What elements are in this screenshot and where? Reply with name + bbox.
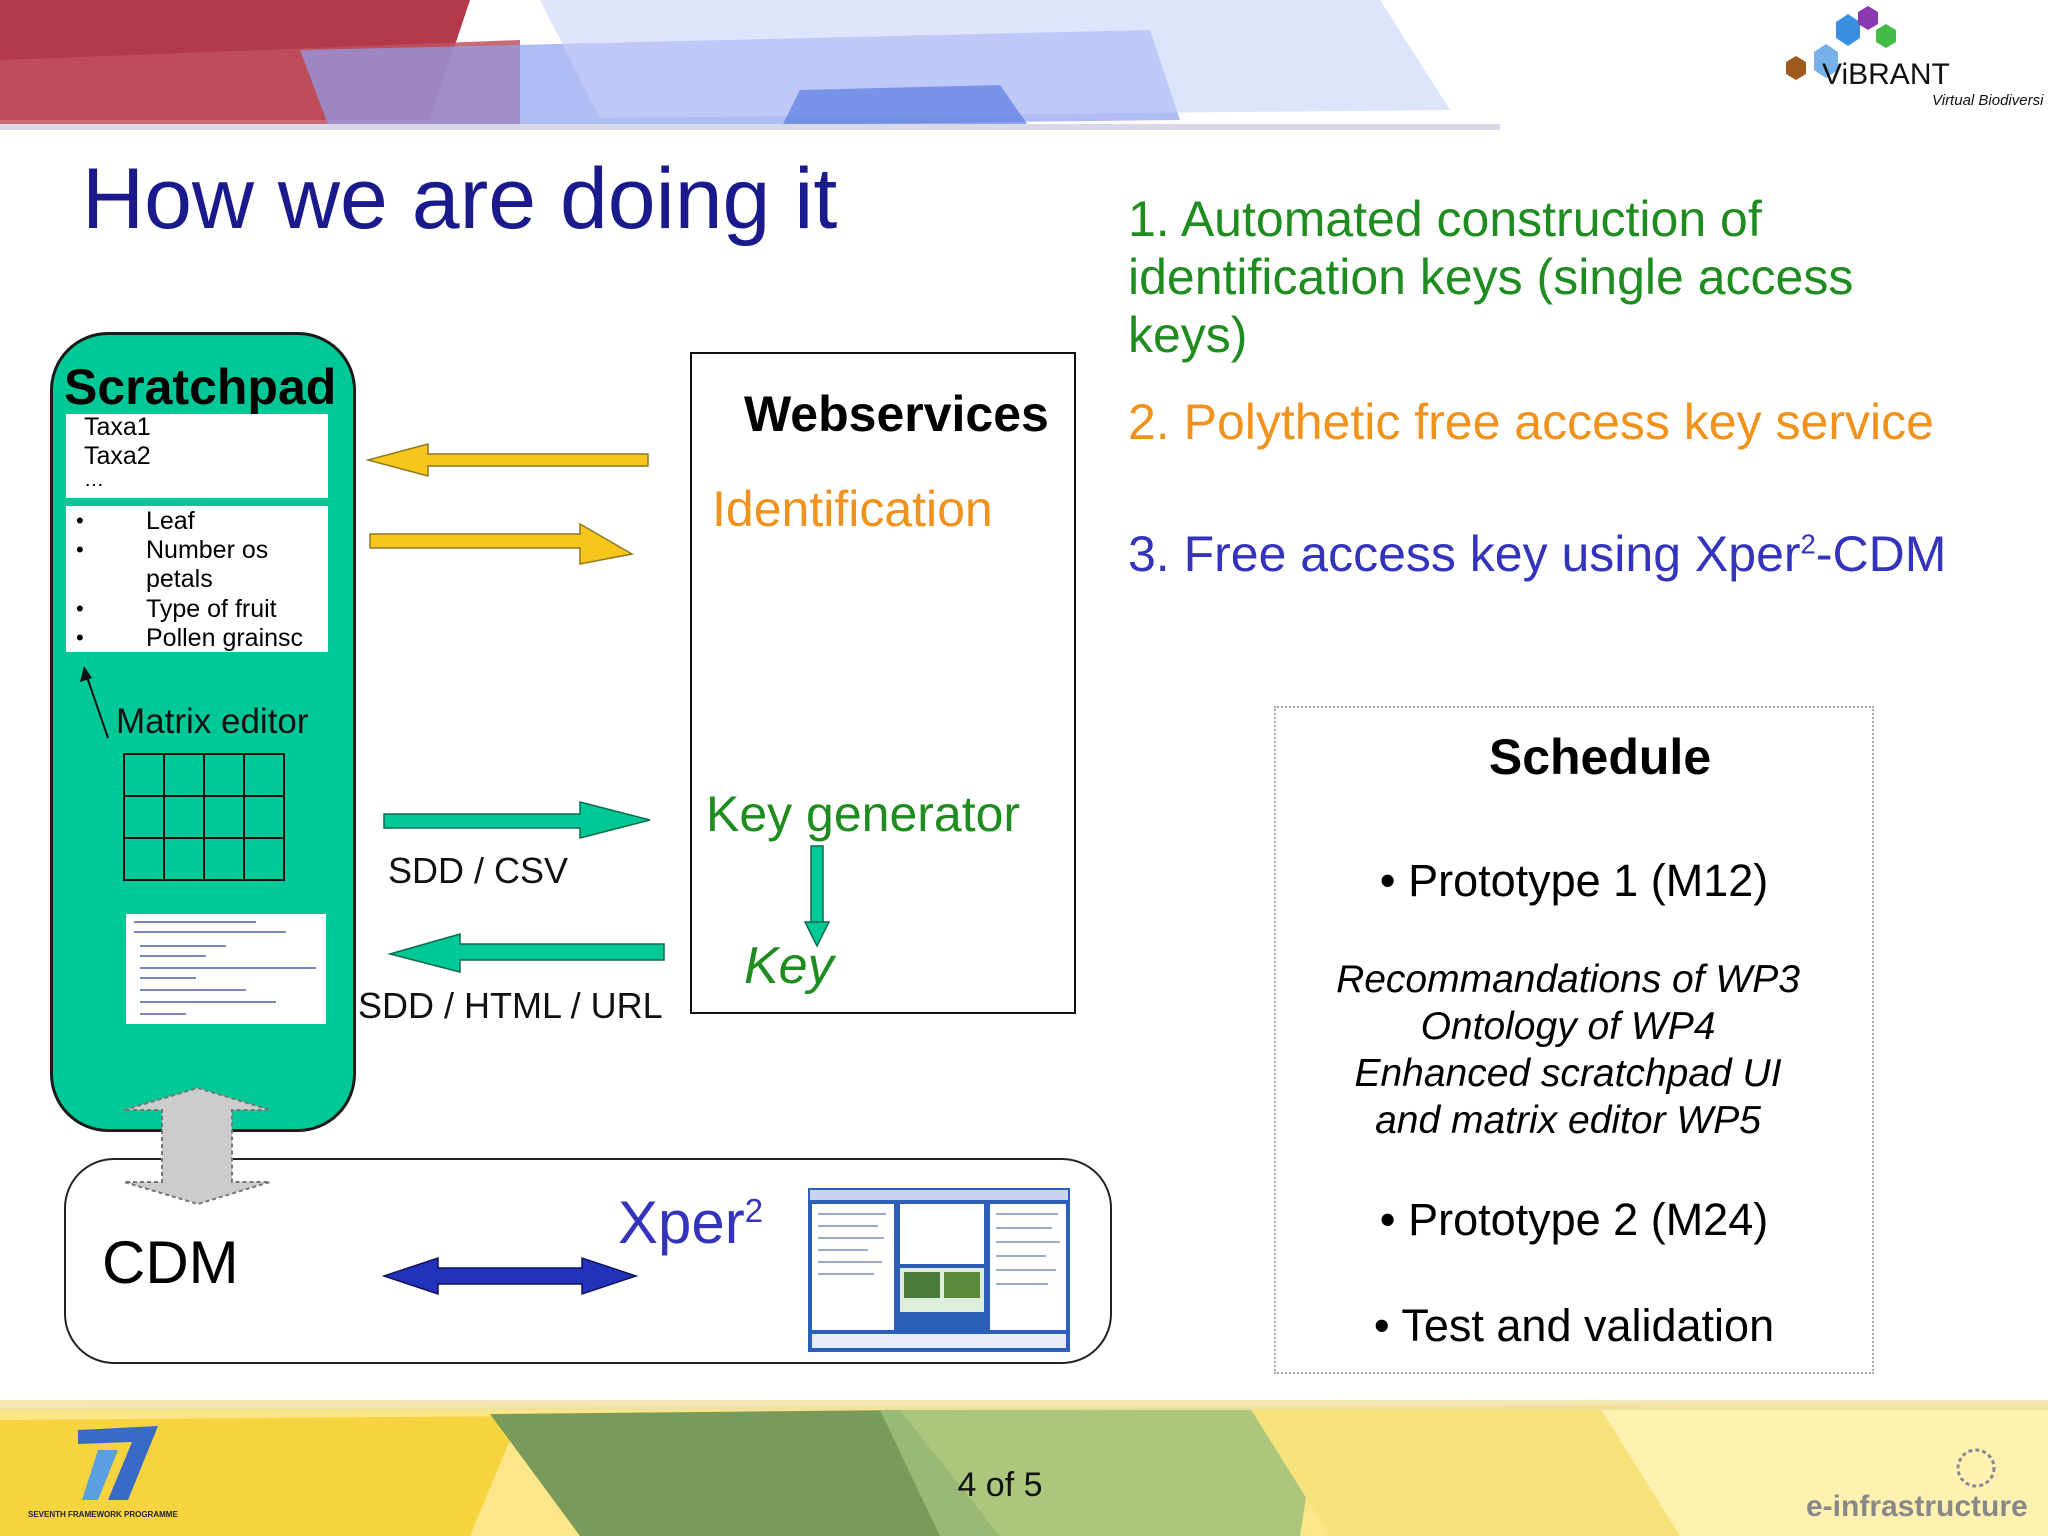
scratchpad-cdm-double-arrow — [124, 1086, 271, 1206]
character-bullet: • — [76, 508, 84, 533]
schedule-detail: Ontology of WP4 — [1420, 1005, 1716, 1048]
point-3-suffix: -CDM — [1815, 526, 1947, 582]
character-bullet: • — [76, 625, 84, 650]
character-item: Leaf — [146, 507, 195, 535]
xper-text: Xper — [618, 1189, 745, 1256]
schedule-bullet: • — [1379, 1194, 1396, 1245]
sdd-html-url-label: SDD / HTML / URL — [358, 985, 663, 1026]
character-item: Type of fruit — [146, 595, 277, 623]
webservices-panel — [690, 352, 1076, 1014]
taxa-ellipsis: … — [84, 469, 104, 491]
webservices-title: Webservices — [744, 386, 1049, 442]
key-arrow-down-icon — [804, 845, 830, 948]
schedule-detail: Recommandations of WP3 — [1336, 958, 1800, 1001]
point-2: 2. Polythetic free access key service — [1128, 394, 1934, 450]
taxa-list — [66, 414, 328, 498]
top-banner-decoration — [0, 0, 1500, 130]
matrix-pointer-arrow — [80, 666, 109, 739]
matrix-grid-icon — [123, 753, 285, 881]
schedule-bullet: • — [1379, 855, 1396, 906]
schedule-detail: and matrix editor WP5 — [1375, 1099, 1761, 1142]
character-item: Number os petals — [146, 536, 269, 593]
schedule-prototype-1: • Prototype 1 (M12) — [1274, 855, 1874, 907]
flow-arrows-sdd — [383, 801, 665, 973]
schedule-item-text: Prototype 2 (M24) — [1408, 1194, 1769, 1245]
schedule-item-text: Test and validation — [1401, 1300, 1775, 1351]
page-number: 4 of 5 — [957, 1466, 1043, 1504]
taxa-item: Taxa1 — [84, 413, 151, 441]
schedule-detail: Enhanced scratchpad UI — [1354, 1052, 1782, 1095]
vibrant-logo-text: ViBRANT — [1822, 58, 1950, 91]
key-label: Key — [744, 937, 834, 995]
xper-label: Xper2 — [618, 1188, 763, 1257]
cdm-label: CDM — [102, 1229, 239, 1296]
character-item: Pollen grainsc — [146, 624, 304, 652]
point-3-text: 3. Free access key using Xper — [1128, 526, 1801, 582]
point-3: 3. Free access key using Xper2-CDM — [1128, 525, 1948, 583]
slide-title: How we are doing it — [82, 151, 838, 247]
document-thumbnail-icon — [126, 914, 326, 1024]
characters-list — [66, 506, 328, 652]
fp7-logo-text: SEVENTH FRAMEWORK PROGRAMME — [28, 1510, 178, 1519]
flow-arrows-top — [365, 443, 649, 565]
xper-superscript: 2 — [744, 1192, 764, 1229]
scratchpad-title: Scratchpad — [64, 359, 337, 415]
key-generator-label: Key generator — [706, 786, 1021, 842]
xper-screenshot-thumbnail — [808, 1188, 1070, 1352]
cdm-xper-double-arrow — [381, 1256, 639, 1296]
schedule-test-validation: • Test and validation — [1274, 1300, 1874, 1352]
einfrastructure-globe-icon — [1956, 1448, 1996, 1488]
identification-label: Identification — [712, 481, 993, 537]
schedule-prototype-2: • Prototype 2 (M24) — [1274, 1194, 1874, 1246]
schedule-item-text: Prototype 1 (M12) — [1408, 855, 1769, 906]
einfrastructure-logo-text: e-infrastructure — [1806, 1490, 2028, 1523]
schedule-panel — [1274, 706, 1874, 1374]
point-3-superscript: 2 — [1800, 528, 1816, 560]
taxa-item: Taxa2 — [84, 442, 151, 470]
fp7-logo-icon — [78, 1426, 158, 1500]
character-bullet: • — [76, 537, 84, 562]
bottom-banner-decoration — [0, 1400, 2048, 1536]
sdd-csv-label: SDD / CSV — [388, 850, 569, 891]
schedule-title: Schedule — [1488, 729, 1712, 785]
vibrant-logo-subtitle: Virtual Biodiversi — [1932, 92, 2044, 109]
character-bullet: • — [76, 596, 84, 621]
matrix-editor-label: Matrix editor — [116, 702, 309, 741]
vibrant-logo-icon — [1786, 6, 1896, 80]
point-1: 1. Automated construction of identificat… — [1128, 191, 1854, 363]
schedule-bullet: • — [1373, 1300, 1390, 1351]
